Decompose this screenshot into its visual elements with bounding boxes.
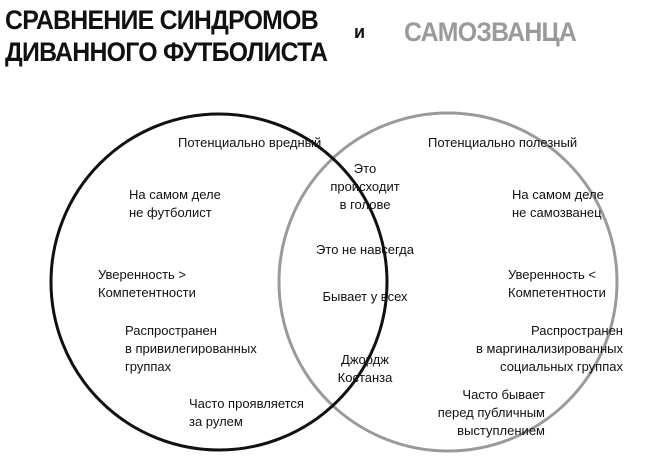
label-privileged-groups: Распространен в привилегированных группа… bbox=[125, 323, 257, 374]
label-in-the-head: Это происходит в голове bbox=[330, 161, 400, 212]
left-circle bbox=[49, 112, 389, 452]
label-not-really-player: На самом деле не футболист bbox=[129, 187, 221, 220]
title-line-1: СРАВНЕНИЕ СИНДРОМОВ bbox=[5, 5, 319, 35]
diagram-title: СРАВНЕНИЕ СИНДРОМОВ ДИВАННОГО ФУТБОЛИСТА bbox=[5, 4, 328, 68]
title-impostor: САМОЗВАНЦА bbox=[404, 17, 577, 47]
label-happens-to-all: Бывает у всех bbox=[322, 289, 408, 304]
label-confidence-less: Уверенность < Компетентности bbox=[508, 267, 606, 300]
label-potentially-useful: Потенциально полезный bbox=[428, 135, 578, 150]
label-potentially-harmful: Потенциально вредный bbox=[178, 135, 322, 150]
label-confidence-greater: Уверенность > Компетентности bbox=[98, 267, 196, 300]
label-george-costanza: Джордж Костанза bbox=[337, 352, 393, 385]
label-not-forever: Это не навсегда bbox=[316, 242, 414, 257]
label-public-speaking: Часто бывает перед публичным выступление… bbox=[437, 387, 545, 438]
right-circle bbox=[277, 111, 619, 453]
title-line-2: ДИВАННОГО ФУТБОЛИСТА bbox=[5, 37, 328, 67]
title-conjunction: и bbox=[354, 22, 366, 42]
label-not-really-impostor: На самом деле не самозванец bbox=[512, 187, 604, 220]
label-marginalized-groups: Распространен в маргинализированных соци… bbox=[475, 323, 623, 374]
label-behind-wheel: Часто проявляется за рулем bbox=[189, 396, 304, 429]
